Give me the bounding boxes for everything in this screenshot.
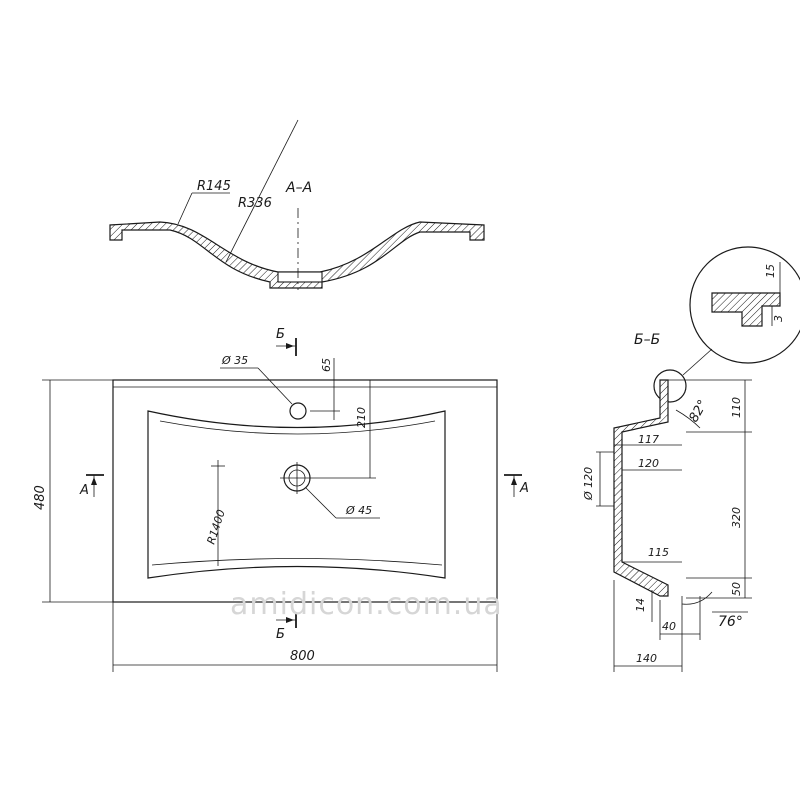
angle-76-arc [681,591,713,605]
detail-circle [689,246,800,364]
cut-b-top-label: Б [276,327,285,342]
dia-45-label: Ø 45 [345,504,372,517]
angle-82-label: 82° [686,398,711,425]
cut-a-right-label: A [519,481,529,496]
dim-480-label: 480 [33,485,48,510]
cut-b-bottom-arrowhead [286,617,294,623]
watermark: amidicon.com.ua [230,587,503,622]
section-aa: R145 R336 A–A [109,119,485,290]
dia-120-label: Ø 120 [582,467,595,501]
front-outline [112,379,498,603]
r145-label: R145 [197,179,231,194]
section-aa-drain-hole [277,271,323,283]
section-bb-title: Б–Б [634,332,660,348]
dim-110-label: 110 [730,397,743,418]
dim-65-label: 65 [320,358,333,372]
detail-3-label: 3 [772,315,785,322]
cut-a-left-arrowhead [91,477,97,485]
cut-a-right-arrowhead [511,477,517,485]
front-view: 800 480 Б Б A A Ø 35 65 2 [33,327,529,672]
section-bb-profile [613,379,669,597]
cut-a-left-label: A [79,483,89,498]
section-aa-leader [225,119,299,263]
angle-82-arc [675,409,701,429]
dim-115-label: 115 [648,546,669,559]
r336-label: R336 [238,196,272,211]
dim-320-label: 320 [730,507,743,528]
bowl-outline [147,410,446,579]
dim-210-label: 210 [355,407,368,428]
r145-leader [177,192,193,225]
section-bb: Б–Б 15 3 Ø 120 117 120 115 82° 76° [582,246,800,672]
detail-15-label: 15 [764,264,777,278]
dim-50-label: 50 [730,582,743,596]
detail-source-circle [653,369,687,403]
section-aa-title: A–A [285,180,312,196]
r1400-label: R1400 [204,508,227,546]
dim-140-label: 140 [636,652,657,665]
dia-35-leader [257,367,293,405]
bowl-inner-bottom [151,558,443,566]
cut-b-top-arrowhead [286,343,294,349]
bowl-inner-edge [159,420,436,435]
dim-800-label: 800 [290,649,315,664]
dim-117-label: 117 [638,433,659,446]
dim-40-label: 40 [662,620,676,633]
dim-14-label: 14 [634,598,647,612]
angle-76-label: 76° [718,614,743,630]
dim-120-label: 120 [638,457,659,470]
detail-leader [682,348,713,376]
tap-hole [289,402,307,420]
detail-profile [711,292,781,327]
cut-b-bottom-label: Б [276,627,285,642]
dia-45-leader [305,487,337,519]
section-aa-profile [109,221,485,289]
dia-35-label: Ø 35 [221,354,248,367]
